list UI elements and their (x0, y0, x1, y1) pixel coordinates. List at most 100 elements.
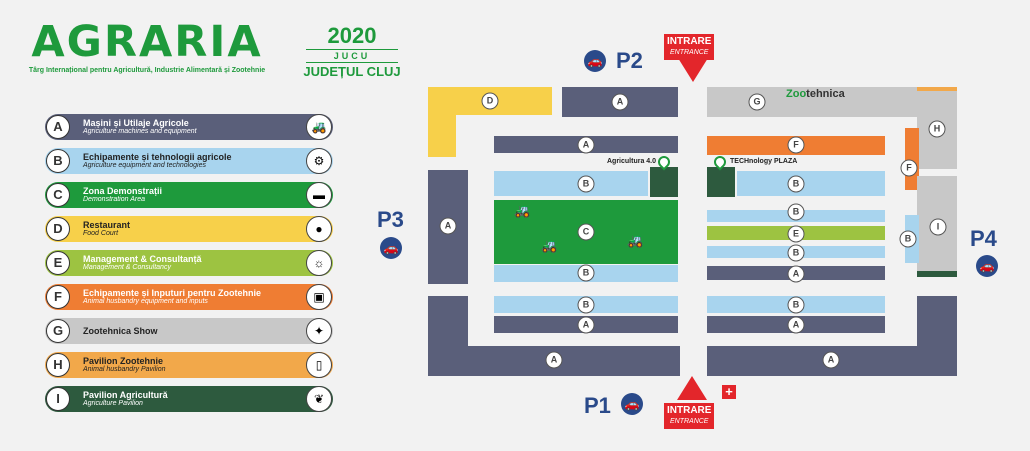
zone-marker-a: A (545, 351, 563, 369)
event-county: JUDEȚUL CLUJ (303, 64, 401, 79)
legend-letter: E (46, 251, 70, 275)
entrance-top-label: INTRARE (667, 36, 712, 47)
zone-marker-i: I (929, 218, 947, 236)
legend-title: Echipamente și Inputuri pentru Zootehnie (83, 288, 262, 298)
car-icon: 🚗 (380, 237, 402, 259)
leaf-icon: ❦ (306, 386, 332, 412)
first-aid-icon: + (722, 385, 736, 399)
tractor-icon: 🚜 (306, 114, 332, 140)
zone-marker-b: B (899, 230, 917, 248)
zone-marker-a: A (822, 351, 840, 369)
legend-letter: I (46, 387, 70, 411)
zone-marker-a: A (577, 136, 595, 154)
zootehnica-label-a: Zoo (786, 88, 807, 100)
zone-marker-c: C (577, 223, 595, 241)
legend-subtitle: Agriculture machines and equipment (83, 128, 197, 135)
legend-item-f[interactable]: F Echipamente și Inputuri pentru Zootehni… (45, 284, 333, 310)
zone-b-row1-left[interactable] (494, 171, 648, 196)
zootehnica-label: Zootehnica (786, 88, 845, 100)
zone-marker-b: B (577, 264, 595, 282)
legend-letter: A (46, 115, 70, 139)
legend-letter: B (46, 149, 70, 173)
parking-p4[interactable]: P4 (970, 226, 997, 251)
arrow-up-icon (677, 376, 707, 400)
zone-marker-h: H (928, 120, 946, 138)
zone-marker-b: B (787, 244, 805, 262)
legend-letter: C (46, 183, 70, 207)
entrance-top[interactable]: INTRARE ENTRANCE (664, 34, 715, 60)
techplaza-pavilion[interactable] (707, 167, 735, 197)
tractor-icon: 🚜 (514, 203, 531, 218)
techplaza-label: TECHnology PLAZA (730, 158, 798, 165)
legend-title: Echipamente și tehnologii agricole (83, 152, 232, 162)
zone-marker-a: A (577, 316, 595, 334)
event-year: 2020 (327, 23, 377, 48)
event-info: 2020 JUCU JUDEȚUL CLUJ (302, 24, 402, 80)
zone-d-block-vertical[interactable] (428, 87, 456, 157)
legend-title: Zona Demonstrații (83, 186, 163, 196)
tractor-icon: 🚜 (541, 238, 558, 253)
zone-marker-b: B (577, 175, 595, 193)
legend-subtitle: Agriculture equipment and technologies (83, 162, 206, 169)
bulb-icon: ☼ (306, 250, 332, 276)
legend-subtitle: Management & Consultancy (83, 264, 171, 271)
agricultura-label: Agricultura 4.0 (607, 158, 657, 165)
zone-marker-g: G (748, 93, 766, 111)
legend-subtitle: Animal husbandry equipment and inputs (83, 298, 208, 305)
car-icon: 🚗 (584, 50, 606, 72)
legend-subtitle: Demonstration Area (83, 196, 145, 203)
legend-letter: G (46, 319, 70, 343)
legend-letter: H (46, 353, 70, 377)
car-icon: 🚗 (976, 255, 998, 277)
car-icon: 🚗 (621, 393, 643, 415)
parking-p1[interactable]: P1 (584, 393, 611, 418)
legend-title: Restaurant (83, 220, 131, 230)
zone-g-building[interactable] (707, 87, 917, 117)
zootehnica-label-b: tehnica (806, 88, 845, 100)
barrel-icon: ▣ (306, 284, 332, 310)
plate-icon: ● (306, 216, 332, 242)
arrow-down-icon (678, 58, 708, 82)
milk-icon: ▯ (306, 352, 332, 378)
legend-subtitle: Agriculture Pavilion (83, 400, 143, 407)
zone-marker-a: A (787, 316, 805, 334)
entrance-bottom-label: INTRARE (667, 405, 712, 416)
zone-marker-a: A (439, 217, 457, 235)
demo-icon: ▬ (306, 182, 332, 208)
tractor-icon: 🚜 (627, 233, 644, 248)
gear-icon: ⚙ (306, 148, 332, 174)
parking-p2[interactable]: P2 (616, 48, 643, 73)
entrance-bottom-sub: ENTRANCE (669, 418, 709, 425)
parking-p3[interactable]: P3 (377, 207, 404, 232)
zone-marker-f: F (900, 159, 918, 177)
legend-title: Zootehnica Show (83, 326, 158, 336)
event-city: JUCU (306, 49, 398, 63)
zone-marker-e: E (787, 225, 805, 243)
zone-marker-a: A (611, 93, 629, 111)
brand-tagline: Târg Internațional pentru Agricultură, I… (28, 67, 266, 74)
zone-marker-b: B (787, 203, 805, 221)
zone-marker-b: B (787, 175, 805, 193)
zone-marker-a: A (787, 265, 805, 283)
legend-letter: D (46, 217, 70, 241)
legend-subtitle: Food Court (83, 230, 119, 237)
zone-marker-b: B (577, 296, 595, 314)
legend-subtitle: Animal husbandry Pavilion (83, 366, 166, 373)
legend-letter: F (46, 285, 70, 309)
zone-marker-f: F (787, 136, 805, 154)
agricultura-pavilion[interactable] (650, 167, 678, 197)
legend-title: Pavilion Agricultură (83, 390, 168, 400)
zone-b-row1-right[interactable] (737, 171, 885, 196)
entrance-bottom[interactable]: INTRARE ENTRANCE (664, 403, 715, 429)
agraria-logo: AGRARIA Târg Internațional pentru Agricu… (22, 18, 272, 76)
entrance-top-sub: ENTRANCE (669, 49, 709, 56)
